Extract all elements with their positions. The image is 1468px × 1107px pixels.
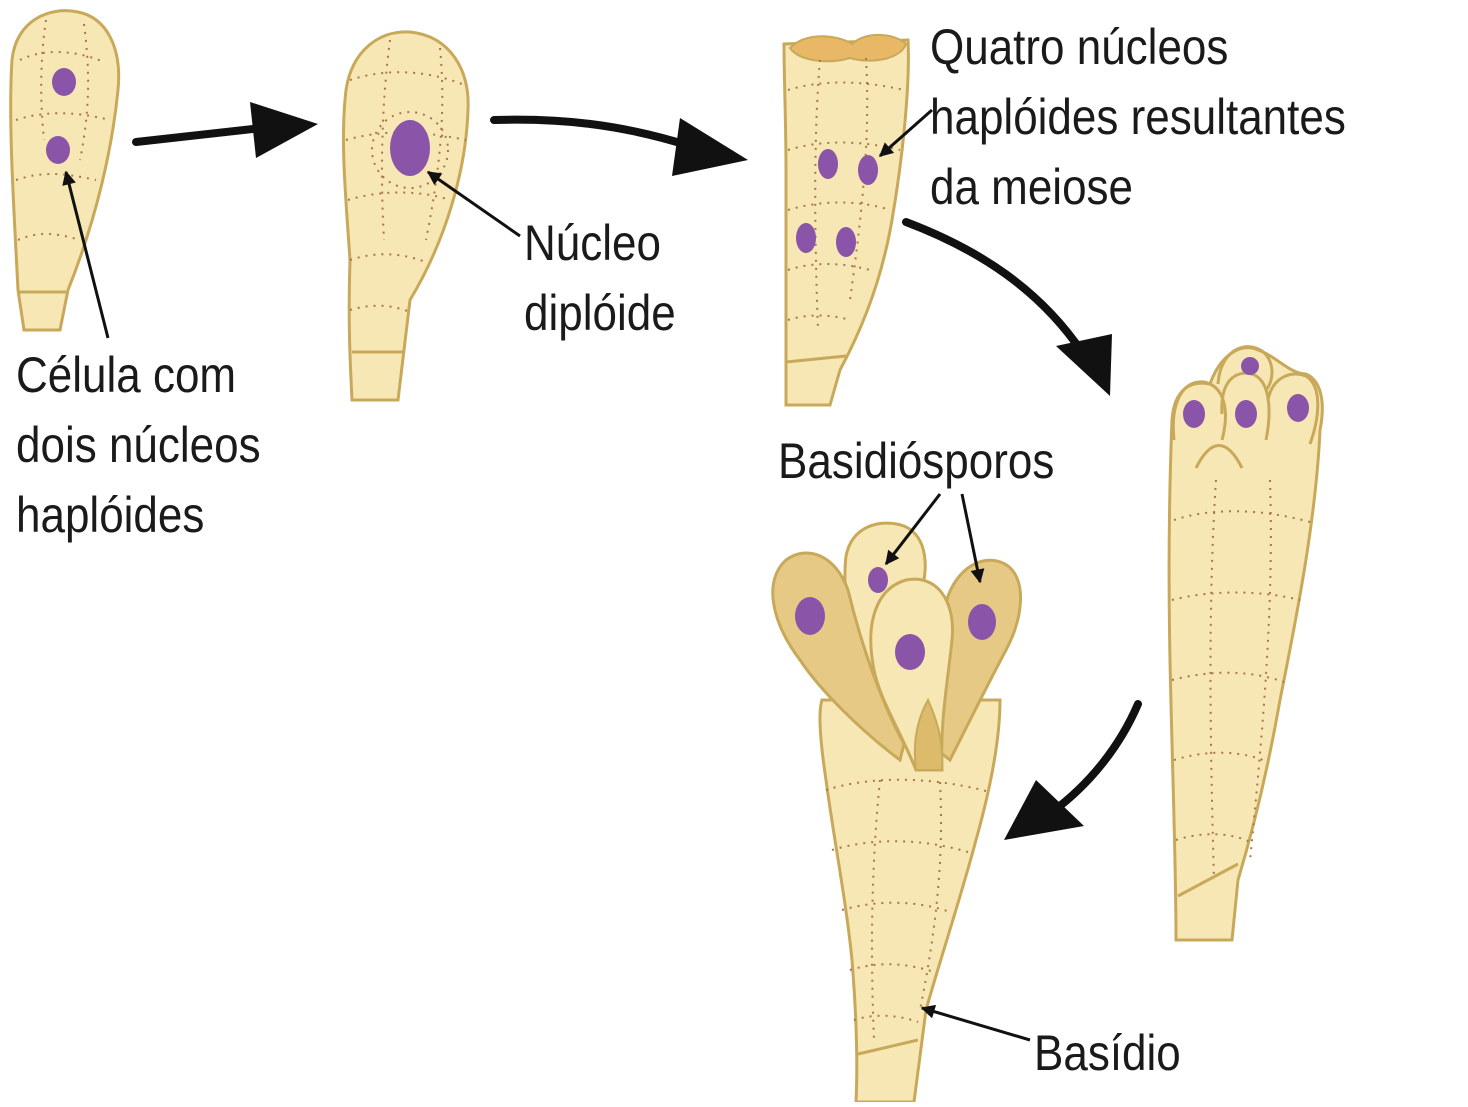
stage-1-nucleus-top xyxy=(52,68,76,96)
stage-5-nucleus-right xyxy=(968,604,996,640)
arrow-stage3-to-stage4 xyxy=(906,222,1112,396)
stage-1-nucleus-bottom xyxy=(46,136,70,164)
label-quatro-line-2: haplóides resultantes xyxy=(930,82,1346,152)
label-basidio-text: Basídio xyxy=(1034,1018,1181,1088)
label-quatro-line-3: da meiose xyxy=(930,152,1346,222)
stage-2-diploid-nucleus xyxy=(390,120,430,176)
label-celula-line-2: dois núcleos xyxy=(16,410,261,480)
stage-3-cell-body xyxy=(784,40,908,405)
label-basidiosporos: Basidiósporos xyxy=(778,426,1054,496)
leader-basidio xyxy=(922,1008,1030,1040)
stage-5-nucleus-front xyxy=(895,634,925,670)
arrow-stage2-to-stage3 xyxy=(494,118,748,176)
stage-3-nucleus-2 xyxy=(858,155,878,185)
label-quatro-nucleos: Quatro núcleos haplóides resultantes da … xyxy=(930,12,1346,222)
stage-4-nucleus-2 xyxy=(1235,400,1257,428)
stage-5-basidium xyxy=(773,523,1021,1102)
label-quatro-line-1: Quatro núcleos xyxy=(930,12,1346,82)
label-celula-dois-nucleos: Célula com dois núcleos haplóides xyxy=(16,340,261,550)
label-nucleo-line-1: Núcleo xyxy=(524,208,676,278)
stage-2-cell-body xyxy=(343,32,468,400)
stage-3-cell xyxy=(784,35,908,405)
stage-3-cap xyxy=(790,35,906,61)
label-basidiosporos-text: Basidiósporos xyxy=(778,426,1054,496)
stage-3-nucleus-4 xyxy=(836,227,856,257)
stage-4-nucleus-1 xyxy=(1183,400,1205,428)
stage-1-cell-body xyxy=(11,11,119,330)
label-celula-line-3: haplóides xyxy=(16,480,261,550)
label-nucleo-line-2: diplóide xyxy=(524,278,676,348)
stage-4-cell-body xyxy=(1169,348,1322,940)
stage-3-nucleus-1 xyxy=(818,149,838,179)
stage-4-cell xyxy=(1169,347,1322,940)
stage-2-cell xyxy=(343,32,468,400)
stage-3-nucleus-3 xyxy=(796,223,816,253)
stage-4-nucleus-4 xyxy=(1241,357,1259,375)
label-nucleo-diploide: Núcleo diplóide xyxy=(524,208,676,348)
stage-5-nucleus-left xyxy=(795,597,825,635)
arrow-stage1-to-stage2 xyxy=(136,102,318,158)
stage-1-cell xyxy=(11,11,119,330)
stage-4-nucleus-3 xyxy=(1287,394,1309,422)
label-basidio: Basídio xyxy=(1034,1018,1181,1088)
label-celula-line-1: Célula com xyxy=(16,340,261,410)
stage-5-nucleus-back xyxy=(868,567,888,593)
arrow-stage4-to-stage5 xyxy=(1004,704,1138,840)
